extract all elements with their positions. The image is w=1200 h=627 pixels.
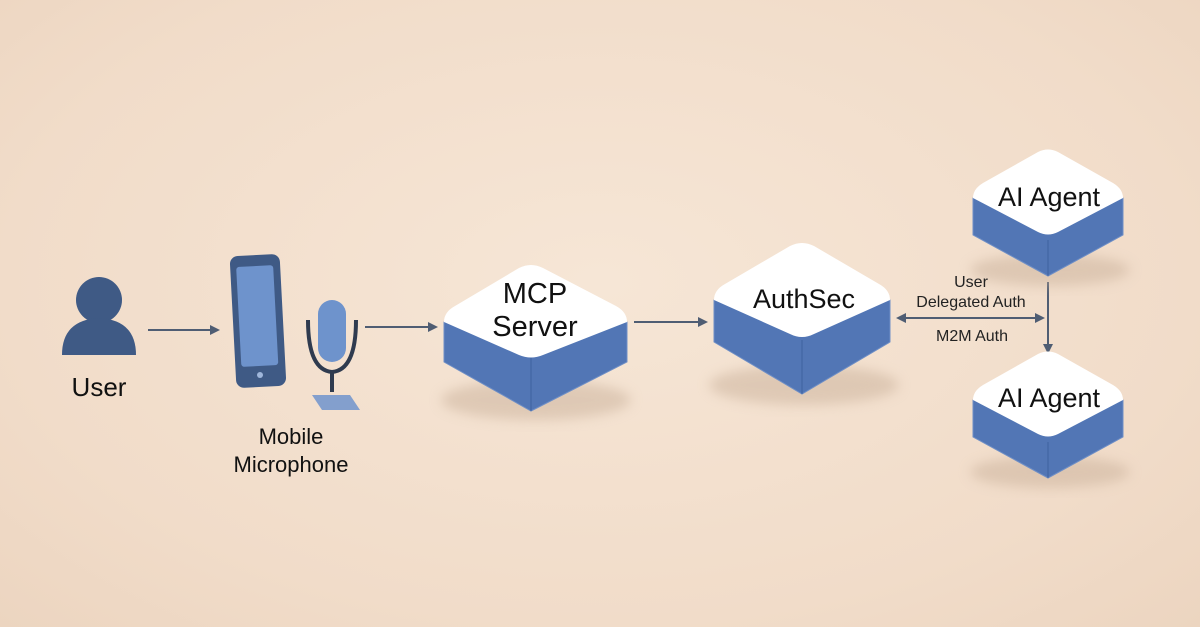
ai-agent-bottom-label: AI Agent bbox=[997, 383, 1101, 413]
mcp-label-line1: MCP bbox=[502, 278, 568, 310]
microphone-icon bbox=[306, 300, 360, 410]
mobile-label-line1: Mobile bbox=[258, 424, 324, 449]
mcp-server-label: MCP Server bbox=[450, 278, 620, 344]
ai-agent-bottom-block bbox=[970, 351, 1130, 488]
mcp-label-line2: Server bbox=[492, 311, 578, 343]
mobile-phone-icon bbox=[229, 254, 287, 388]
authsec-label: AuthSec bbox=[752, 284, 856, 314]
mobile-microphone-label: Mobile Microphone bbox=[206, 423, 376, 479]
user-icon bbox=[62, 277, 136, 355]
mcp-server-block bbox=[441, 265, 631, 420]
ai-agent-top-label: AI Agent bbox=[997, 182, 1101, 212]
ai-agent-top-block bbox=[970, 149, 1130, 286]
m2m-auth-label: M2M Auth bbox=[935, 328, 1009, 345]
user-delegated-auth-label: User Delegated Auth bbox=[906, 273, 1036, 313]
user-label: User bbox=[71, 372, 127, 402]
mobile-label-line2: Microphone bbox=[233, 452, 349, 477]
authsec-block bbox=[709, 243, 899, 405]
user-delegated-line2: Delegated Auth bbox=[916, 294, 1026, 311]
user-delegated-line1: User bbox=[954, 274, 988, 291]
